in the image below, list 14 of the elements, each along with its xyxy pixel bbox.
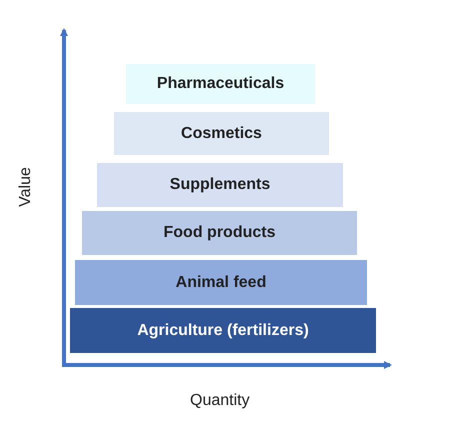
tier-label: Animal feed bbox=[176, 274, 266, 292]
tier-label: Supplements bbox=[170, 176, 270, 194]
pyramid-tier bbox=[70, 308, 376, 353]
tier-label: Food products bbox=[164, 224, 276, 242]
pyramid-tier bbox=[97, 163, 343, 207]
pyramid-tier bbox=[75, 260, 367, 305]
pyramid-tier bbox=[126, 64, 315, 104]
tier-label: Agriculture (fertilizers) bbox=[137, 322, 309, 340]
axis-title: Value bbox=[16, 167, 35, 207]
tier-label: Cosmetics bbox=[181, 124, 262, 142]
axis-title: Quantity bbox=[190, 392, 250, 410]
pyramid-tier bbox=[114, 112, 329, 155]
pyramid-tier bbox=[82, 211, 357, 255]
tier-label: Pharmaceuticals bbox=[156, 75, 284, 93]
